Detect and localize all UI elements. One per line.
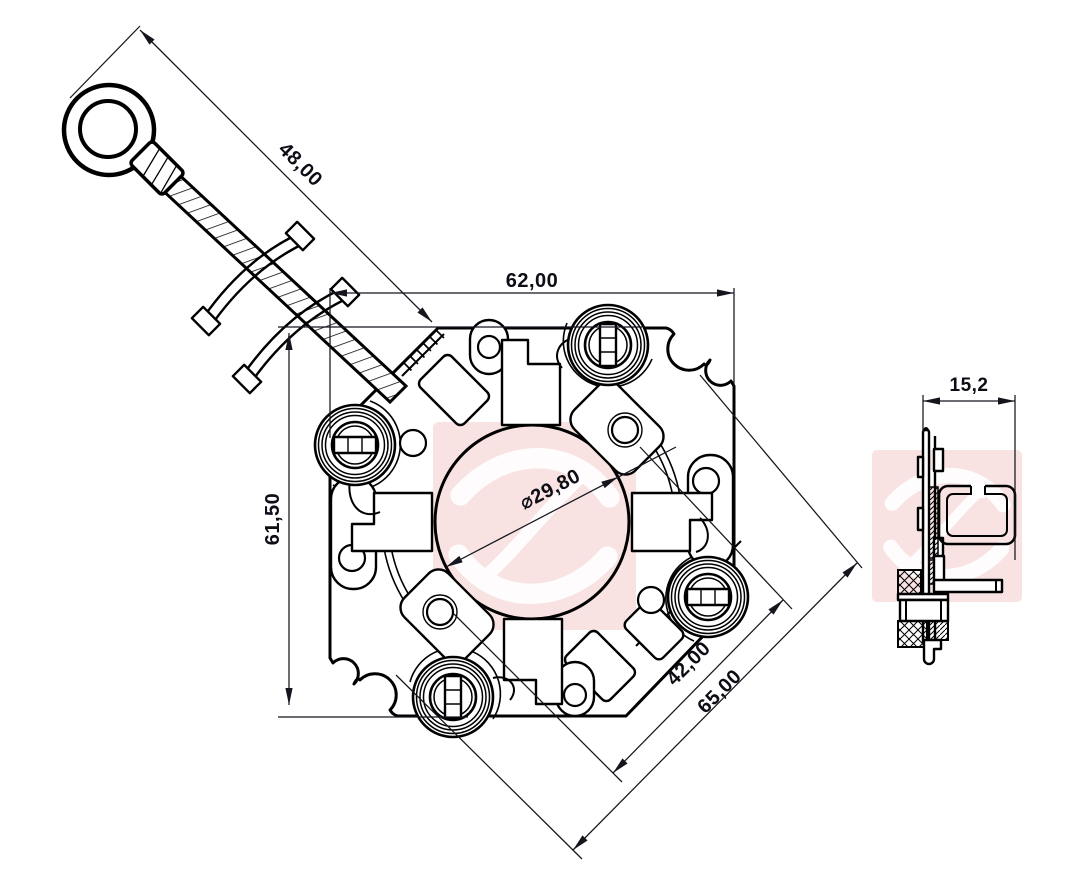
dim-65-label: 65,00: [693, 665, 746, 718]
ring-terminal: [61, 82, 157, 178]
mounting-pad-sw: [399, 568, 495, 664]
side-section-view: [896, 427, 1017, 666]
edge-serrations: [401, 329, 445, 377]
diamond-cutout-se2: [623, 599, 685, 661]
dim-61-5-label: 61,50: [262, 493, 284, 546]
dim-61-5: 61,50: [262, 326, 642, 718]
brush-boxes: [350, 338, 714, 706]
lead-grommet-clamp: [190, 220, 361, 395]
watermark-main: [433, 422, 636, 630]
dim-62: 62,00: [329, 270, 735, 438]
dim-62-label: 62,00: [506, 270, 559, 292]
brush-spring-right: [666, 555, 750, 639]
dim-48-label: 48,00: [274, 138, 327, 191]
brush-spring-bottom: [411, 655, 495, 739]
diamond-cutout-nw: [417, 353, 491, 427]
cable-assembly: [61, 82, 409, 405]
terminal-bracket: [932, 554, 1004, 594]
plate-outline: [328, 326, 736, 718]
front-view-brush-holder: [61, 82, 750, 739]
mounting-pad-ne: [569, 380, 665, 476]
crimp-ferrule: [129, 140, 185, 196]
brush-spring-left: [313, 403, 397, 487]
stadium-slots: [329, 318, 735, 718]
dim-15-2: 15,2: [922, 375, 1016, 560]
dim-15-2-label: 15,2: [950, 375, 989, 396]
brush-spring-top: [566, 303, 650, 387]
flange-section: [896, 569, 950, 666]
brush-section-hatch: [928, 486, 939, 559]
